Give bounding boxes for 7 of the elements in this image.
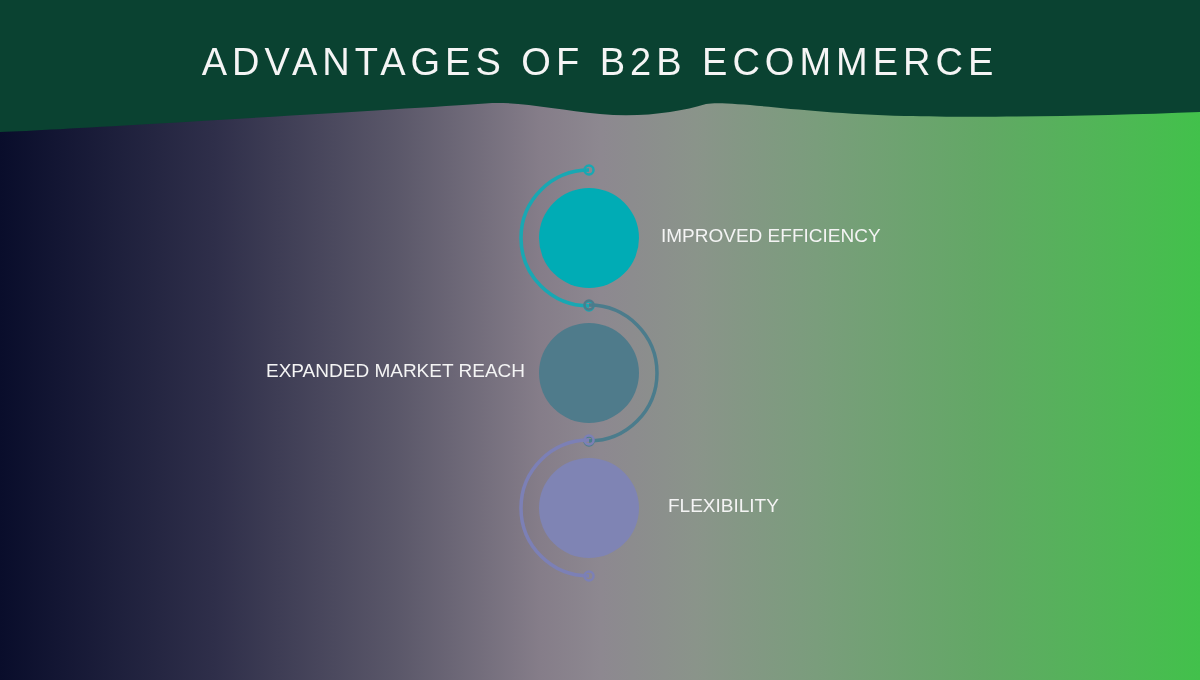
item-label: IMPROVED EFFICIENCY (661, 224, 881, 248)
item-label: EXPANDED MARKET REACH (266, 359, 525, 383)
title: ADVANTAGES OF B2B ECOMMERCE (200, 40, 1000, 85)
circle-shape (539, 458, 639, 558)
circle-shape (539, 323, 639, 423)
item-label: FLEXIBILITY (668, 494, 779, 518)
circle-shape (539, 188, 639, 288)
